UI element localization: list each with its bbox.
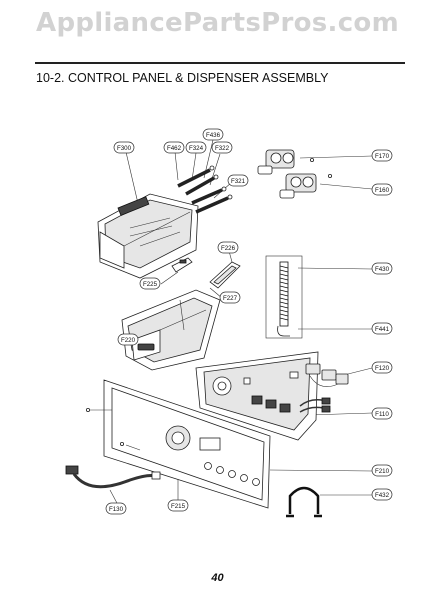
svg-text:F441: F441	[375, 326, 390, 333]
dispenser-housing	[97, 193, 199, 279]
svg-text:F227: F227	[223, 295, 238, 302]
wiring-harness	[299, 363, 349, 413]
title-rule	[35, 62, 405, 64]
hose-clip	[286, 486, 322, 518]
callout-F321: F321	[227, 174, 249, 187]
callout-F225: F225	[139, 277, 161, 290]
svg-text:F430: F430	[375, 266, 390, 273]
callout-F220: F220	[117, 333, 139, 346]
svg-text:F120: F120	[375, 365, 390, 372]
svg-text:F215: F215	[171, 503, 186, 510]
svg-text:F322: F322	[215, 145, 230, 152]
siphon-caps	[171, 257, 241, 289]
callout-F322: F322	[211, 141, 233, 154]
control-panel	[86, 379, 271, 509]
power-cable	[65, 465, 161, 489]
callout-F300: F300	[113, 141, 135, 154]
svg-text:F300: F300	[117, 145, 132, 152]
svg-text:F324: F324	[189, 145, 204, 152]
svg-text:F130: F130	[109, 506, 124, 513]
callout-F441: F441	[371, 322, 393, 335]
svg-text:F432: F432	[375, 492, 390, 499]
callout-F120: F120	[371, 361, 393, 374]
page-number: 40	[211, 572, 224, 584]
callout-F110: F110	[371, 407, 393, 420]
svg-text:F160: F160	[375, 187, 390, 194]
dispenser-drawer	[121, 289, 221, 371]
callout-F210: F210	[371, 464, 393, 477]
svg-text:F210: F210	[375, 468, 390, 475]
svg-text:F436: F436	[206, 132, 221, 139]
callout-F170: F170	[371, 149, 393, 162]
callout-F432: F432	[371, 488, 393, 501]
water-valves	[257, 149, 332, 199]
page-title: 10-2. CONTROL PANEL & DISPENSER ASSEMBLY	[36, 71, 329, 85]
inlet-hoses	[177, 165, 233, 214]
callout-F436: F436	[202, 128, 224, 141]
svg-text:F321: F321	[231, 178, 246, 185]
svg-text:F170: F170	[375, 153, 390, 160]
watermark: AppliancePartsPros.com	[36, 8, 399, 38]
svg-text:F220: F220	[121, 337, 136, 344]
callout-F160: F160	[371, 183, 393, 196]
callout-F130: F130	[105, 502, 127, 515]
control-board	[195, 351, 319, 441]
callout-F226: F226	[217, 241, 239, 254]
callout-F430: F430	[371, 262, 393, 275]
drain-spring	[265, 255, 303, 339]
callout-F462: F462	[163, 141, 185, 154]
svg-text:F110: F110	[375, 411, 389, 418]
callout-F324: F324	[185, 141, 207, 154]
callout-F227: F227	[219, 291, 241, 304]
svg-text:F226: F226	[221, 245, 236, 252]
callout-F215: F215	[167, 499, 189, 512]
svg-text:F462: F462	[167, 145, 182, 152]
svg-text:F225: F225	[143, 281, 158, 288]
